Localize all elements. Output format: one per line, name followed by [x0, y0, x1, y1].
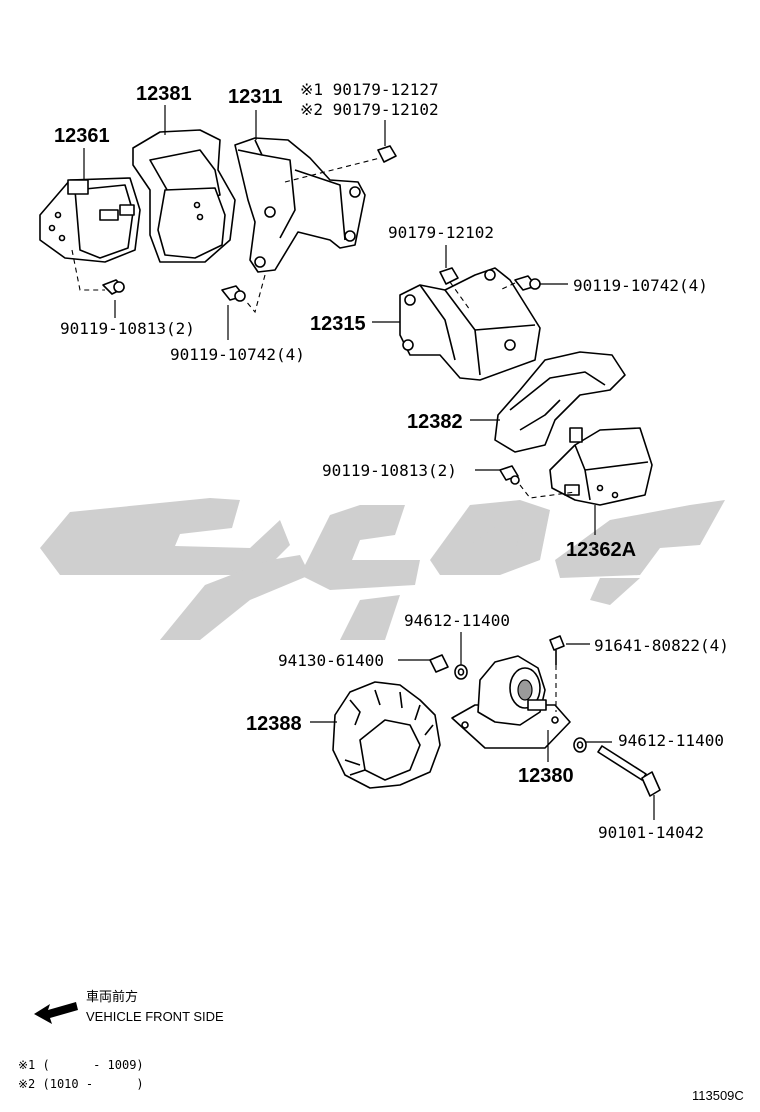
front-side-japanese: 車両前方 — [86, 989, 138, 1004]
label-91641-80822: 91641-80822(4) — [594, 636, 729, 655]
dash-line-12315-nut — [449, 281, 471, 311]
bolt-90119-10742-right[interactable] — [514, 275, 541, 291]
nut-90179-top[interactable] — [377, 145, 397, 163]
watermark-logo — [40, 498, 725, 640]
bracket-12311-part[interactable] — [234, 137, 366, 273]
label-12311: 12311 — [228, 86, 283, 108]
label-12315: 12315 — [310, 313, 366, 335]
label-90119-10813-right: 90119-10813(2) — [322, 461, 457, 480]
washer-94612-11400-bottom[interactable] — [573, 737, 587, 753]
footnote-2: ※2 (1010 - ) — [18, 1077, 144, 1091]
insulator-12382-part[interactable] — [494, 351, 626, 453]
bolt-90119-10813-left[interactable] — [102, 279, 125, 295]
nut-90179-12102-middle[interactable] — [439, 267, 459, 285]
insulator-12381-part[interactable] — [132, 129, 236, 263]
label-90119-10742-left: 90119-10742(4) — [170, 345, 305, 364]
label-90119-10742-right: 90119-10742(4) — [573, 276, 708, 295]
dash-line-12362A-bolt — [519, 484, 576, 499]
label-12388: 12388 — [246, 713, 302, 735]
mount-12362A-part[interactable] — [549, 427, 653, 506]
label-90119-10813-left: 90119-10813(2) — [60, 319, 195, 338]
label-note2-90179-12102: ※2 90179-12102 — [300, 100, 439, 119]
label-12361: 12361 — [54, 125, 110, 147]
washer-94612-11400-top[interactable] — [454, 664, 468, 680]
stopper-12388-part[interactable] — [332, 681, 441, 789]
front-side-english: VEHICLE FRONT SIDE — [86, 1009, 224, 1024]
label-90101-14042: 90101-14042 — [598, 823, 704, 842]
label-12381: 12381 — [136, 83, 192, 105]
mount-12361-part[interactable] — [39, 177, 141, 263]
label-note1-90179-12127: ※1 90179-12127 — [300, 80, 439, 99]
bolt-90101-14042[interactable] — [597, 745, 661, 797]
dash-line-12311-nut — [284, 157, 381, 183]
leader-lines — [83, 105, 655, 820]
label-12380: 12380 — [518, 765, 574, 787]
footnote-1: ※1 ( - 1009) — [18, 1058, 144, 1072]
label-12382: 12382 — [407, 411, 463, 433]
mount-12380-part[interactable] — [451, 655, 571, 749]
bolt-90119-10813-right[interactable] — [499, 465, 520, 485]
dash-line-12361-bolt — [71, 249, 105, 291]
dash-line-12315-bolt — [499, 282, 516, 291]
bracket-12315-part[interactable] — [399, 267, 541, 381]
label-94612-11400-bottom: 94612-11400 — [618, 731, 724, 750]
figure-id: 113509C — [692, 1088, 744, 1103]
label-94612-11400-top: 94612-11400 — [404, 611, 510, 630]
nut-94130-61400[interactable] — [429, 654, 449, 673]
bolt-90119-10742-left[interactable] — [221, 285, 246, 302]
label-12362A: 12362A — [566, 539, 636, 561]
dash-line-12311-bolt — [244, 274, 266, 314]
label-90179-12102: 90179-12102 — [388, 223, 494, 242]
bolt-91641-80822[interactable] — [549, 635, 565, 665]
label-94130-61400: 94130-61400 — [278, 651, 384, 670]
front-side-arrow-icon — [34, 1002, 78, 1024]
